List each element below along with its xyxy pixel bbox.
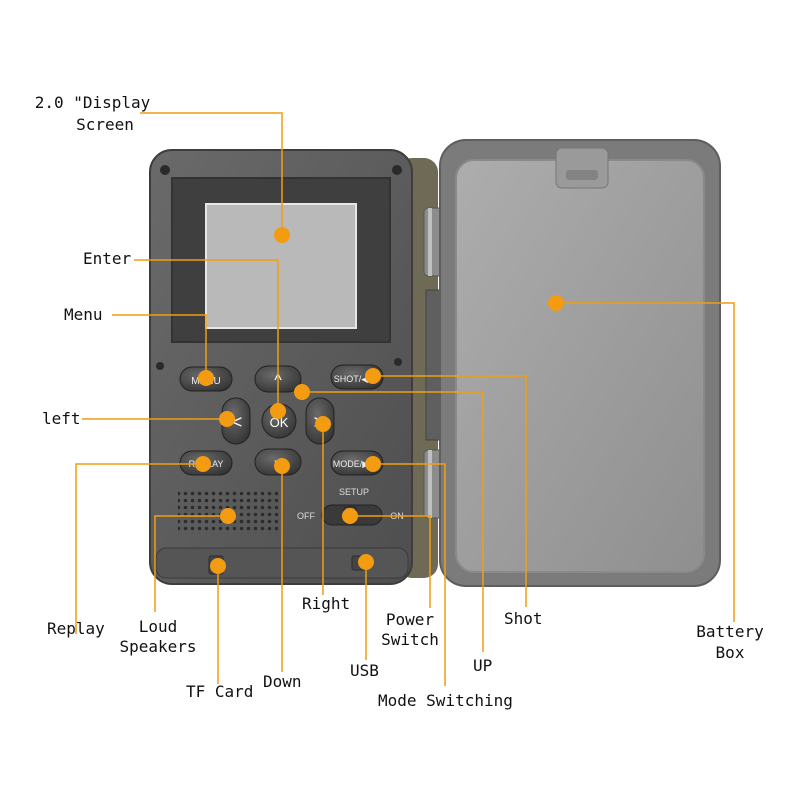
callout-dots	[195, 227, 564, 574]
label-tf-card: TF Card	[186, 682, 254, 701]
label-display-screen-line1: 2.0 "Display	[34, 93, 151, 112]
callout-dot	[198, 370, 214, 386]
callout-dot	[294, 384, 310, 400]
callout-dot	[210, 558, 226, 574]
screw-icon	[156, 362, 164, 370]
battery-latch[interactable]	[555, 147, 609, 189]
callout-dot	[365, 368, 381, 384]
callout-dot	[342, 508, 358, 524]
label-shot: Shot	[504, 609, 543, 628]
label-power-switch-line2: Switch	[381, 630, 439, 649]
label-left: left	[42, 409, 81, 428]
label-loud-speakers-line2: Speakers	[119, 637, 197, 656]
label-replay: Replay	[47, 619, 105, 638]
label-battery-box-line1: Battery	[696, 622, 764, 641]
battery-box-lid	[439, 139, 721, 587]
shot-button-label: SHOT/◀	[334, 374, 369, 384]
callout-dot	[270, 403, 286, 419]
label-down: Down	[263, 672, 302, 691]
callout-dot	[219, 411, 235, 427]
callout-dot	[315, 416, 331, 432]
label-display-screen-line2: Screen	[76, 115, 134, 134]
label-usb: USB	[350, 661, 379, 680]
callout-dot	[220, 508, 236, 524]
display-screen	[205, 203, 357, 329]
callout-dot	[548, 295, 564, 311]
label-battery-box-line2: Box	[715, 643, 745, 662]
setup-label: SETUP	[339, 487, 369, 497]
left-arrow-icon: <	[232, 412, 243, 432]
label-power-switch-line1: Power	[385, 610, 435, 629]
mode-button-label: MODE/▶	[333, 459, 370, 469]
ok-button-label: OK	[270, 415, 289, 430]
screw-icon	[392, 165, 402, 175]
callout-dot	[365, 456, 381, 472]
callout-dot	[274, 227, 290, 243]
callout-dot	[195, 456, 211, 472]
callout-dot	[358, 554, 374, 570]
callout-lines	[75, 112, 735, 686]
label-right: Right	[302, 594, 351, 613]
label-menu: Menu	[64, 305, 103, 324]
label-mode-switching: Mode Switching	[378, 691, 513, 710]
off-label: OFF	[297, 511, 315, 521]
callout-dot	[274, 458, 290, 474]
screw-icon	[394, 358, 402, 366]
label-up: UP	[473, 656, 493, 675]
camera-front-panel: MENU SHOT/◀ REPLAY MODE/▶ ^ v < > OK SET…	[149, 149, 413, 585]
screw-icon	[160, 165, 170, 175]
label-loud-speakers-line1: Loud	[138, 617, 178, 636]
label-enter: Enter	[83, 249, 132, 268]
